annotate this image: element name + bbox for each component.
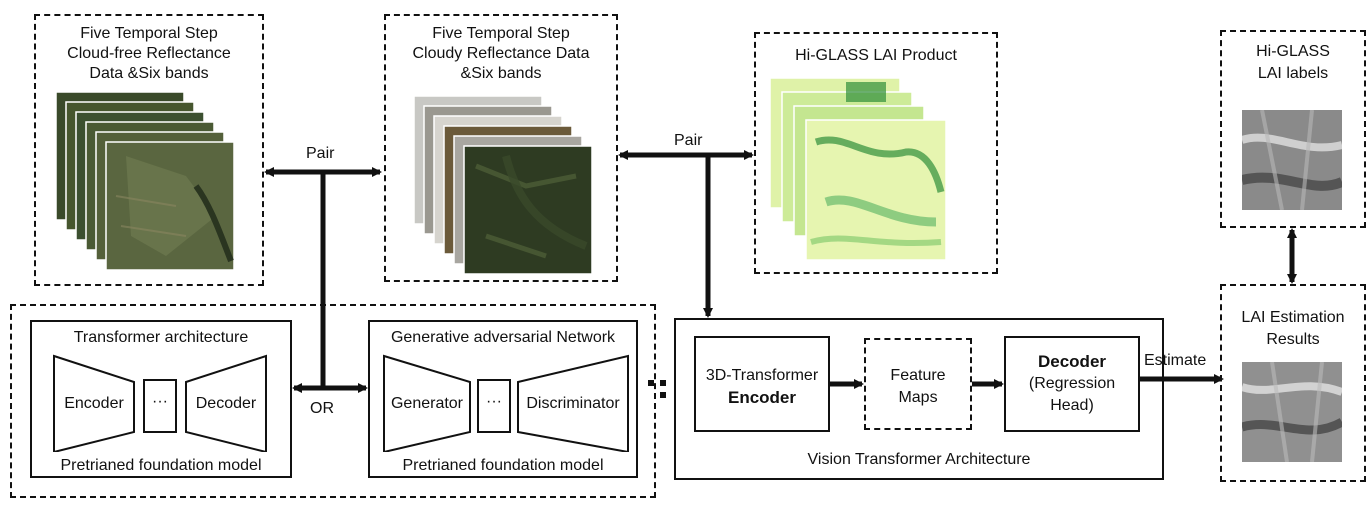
cloudfree-input-panel: Five Temporal Step Cloud-free Reflectanc…	[34, 14, 264, 286]
pair-label-1: Pair	[306, 145, 335, 162]
vit-decoder-line2: (Regression	[1028, 375, 1116, 392]
cloudfree-title-3: Data &Six bands	[89, 65, 209, 82]
vit-decoder-line3: Head)	[1050, 397, 1094, 414]
lai-labels-panel: Hi-GLASS LAI labels	[1220, 30, 1366, 228]
lai-product-panel: Hi-GLASS LAI Product	[754, 32, 998, 274]
transformer-shapes	[53, 354, 267, 452]
cloudy-image-stack	[413, 95, 593, 275]
vit-encoder-box: 3D-Transformer Encoder	[694, 336, 830, 432]
lai-labels-image	[1242, 110, 1342, 210]
lai-labels-title-2: LAI labels	[1257, 65, 1329, 82]
lai-product-image-stack	[769, 77, 947, 261]
cloudfree-image-stack	[55, 91, 235, 271]
gan-footer: Pretrianed foundation model	[402, 457, 604, 474]
transformer-decoder-label: Decoder	[195, 395, 257, 412]
gan-generator-label: Generator	[390, 395, 464, 412]
pretrained-models-group	[10, 304, 656, 498]
transformer-footer: Pretrianed foundation model	[60, 457, 262, 474]
gan-box: Generative adversarial Network Generator…	[368, 320, 638, 478]
cloudy-title-1: Five Temporal Step	[432, 25, 570, 42]
lai-labels-title-1: Hi-GLASS	[1256, 43, 1330, 60]
link-dot-2	[660, 380, 666, 386]
vit-feature-maps-box: Feature Maps	[864, 338, 972, 430]
lai-results-title-1: LAI Estimation	[1241, 309, 1345, 326]
cloudfree-title-1: Five Temporal Step	[80, 25, 218, 42]
vit-decoder-line1: Decoder	[1037, 352, 1107, 371]
vit-encoder-line1: 3D-Transformer	[705, 367, 819, 384]
link-dot-1	[648, 380, 654, 386]
transformer-ellipsis: ···	[152, 393, 168, 410]
or-label: OR	[310, 400, 334, 417]
estimate-label: Estimate	[1144, 352, 1207, 369]
vit-encoder-line2: Encoder	[727, 388, 797, 407]
transformer-encoder-label: Encoder	[64, 395, 124, 412]
cloudy-input-panel: Five Temporal Step Cloudy Reflectance Da…	[384, 14, 618, 282]
lai-results-image	[1242, 362, 1342, 462]
cloudfree-title-2: Cloud-free Reflectance	[67, 45, 231, 62]
cloudy-title-2: Cloudy Reflectance Data	[412, 45, 590, 62]
link-dot-3	[660, 392, 666, 398]
gan-discriminator-label: Discriminator	[526, 395, 620, 412]
vit-feature-line2: Maps	[898, 389, 938, 406]
vit-architecture-box: Vision Transformer Architecture	[674, 318, 1164, 480]
transformer-title: Transformer architecture	[73, 329, 249, 346]
cloudy-title-3: &Six bands	[460, 65, 542, 82]
gan-ellipsis: ···	[486, 393, 502, 410]
vit-decoder-box: Decoder (Regression Head)	[1004, 336, 1140, 432]
gan-title: Generative adversarial Network	[390, 329, 616, 346]
lai-results-panel: LAI Estimation Results	[1220, 284, 1366, 482]
transformer-architecture-box: Transformer architecture Encoder ··· Dec…	[30, 320, 292, 478]
lai-results-title-2: Results	[1266, 331, 1320, 348]
lai-product-title: Hi-GLASS LAI Product	[795, 47, 957, 64]
gan-shapes	[383, 354, 629, 452]
pair-label-2: Pair	[674, 132, 703, 149]
vit-feature-line1: Feature	[890, 367, 946, 384]
vit-footer: Vision Transformer Architecture	[807, 451, 1031, 468]
